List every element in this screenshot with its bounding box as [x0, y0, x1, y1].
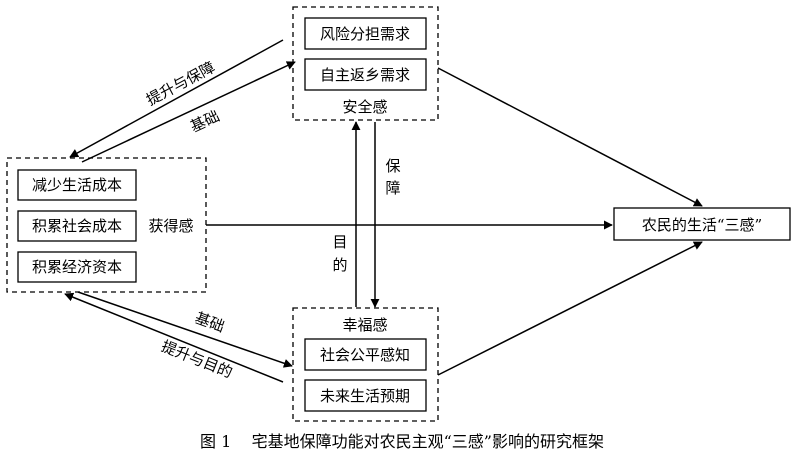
arrow-security-to-outcome	[437, 67, 703, 207]
outcome-box	[613, 207, 791, 241]
arrow-upgrade-protect	[69, 39, 284, 158]
social-fairness-label: 社会公平感知	[320, 346, 410, 364]
happiness-label: 幸福感	[342, 316, 387, 334]
return-home-box	[304, 58, 427, 91]
arrow-happiness-to-outcome	[437, 241, 703, 376]
social-cost-label: 积累社会成本	[32, 217, 122, 235]
reduce-living-cost-box	[17, 169, 137, 201]
upgrade-purpose-label: 提升与目的	[159, 337, 235, 382]
arrow-basis-bottom	[77, 291, 293, 368]
future-expectation-label: 未来生活预期	[320, 387, 410, 405]
purpose-label-char-1: 目	[332, 233, 347, 251]
basis-bottom-label: 基础	[193, 309, 227, 336]
protect-label-char-2: 障	[385, 179, 400, 197]
economic-capital-label: 积累经济资本	[32, 258, 122, 276]
upgrade-protect-label: 提升与保障	[143, 58, 218, 109]
arrow-basis-top	[81, 61, 296, 163]
reduce-living-cost-label: 减少生活成本	[32, 176, 122, 194]
social-cost-box	[17, 210, 137, 242]
arrow-upgrade-purpose	[64, 292, 284, 383]
gain-label: 获得感	[148, 217, 193, 235]
risk-sharing-label: 风险分担需求	[320, 25, 410, 43]
basis-top-label: 基础	[187, 107, 222, 136]
social-fairness-box	[304, 338, 427, 371]
future-expectation-box	[304, 379, 427, 412]
happiness-group-frame	[292, 307, 439, 422]
protect-label-char-1: 保	[385, 157, 400, 175]
outcome-label: 农民的生活“三感”	[642, 216, 762, 234]
risk-sharing-box	[304, 17, 427, 50]
security-label: 安全感	[342, 98, 387, 116]
purpose-label-char-2: 的	[332, 256, 347, 274]
return-home-label: 自主返乡需求	[320, 66, 410, 84]
figure-caption: 图 1 宅基地保障功能对农民主观“三感”影响的研究框架	[200, 432, 604, 451]
economic-capital-box	[17, 251, 137, 283]
